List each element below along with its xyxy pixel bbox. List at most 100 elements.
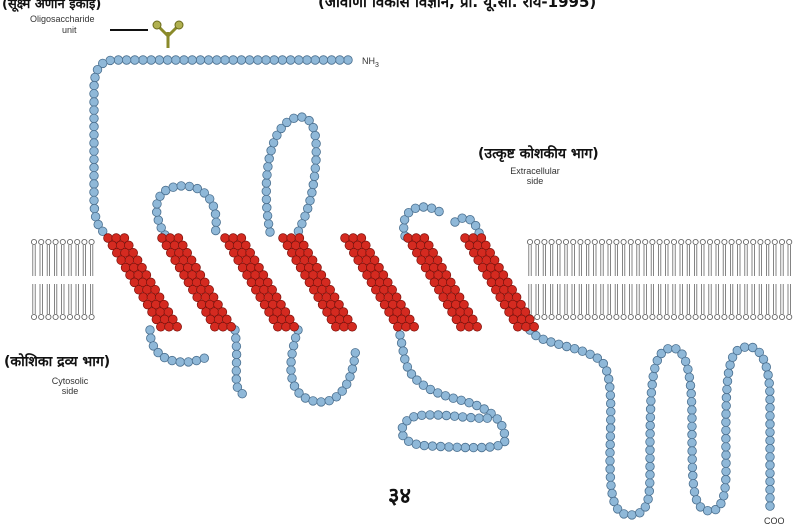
- lipid-head: [772, 239, 777, 244]
- amino-acid-bead: [604, 375, 613, 384]
- amino-acid-bead: [647, 388, 656, 397]
- amino-acid-bead: [766, 502, 775, 511]
- lipid-head: [736, 314, 741, 319]
- oligosaccharide-icon: [110, 21, 183, 48]
- amino-acid-bead: [606, 399, 615, 408]
- amino-acid-bead: [628, 511, 637, 520]
- amino-acid-bead: [286, 56, 295, 65]
- lipid-head: [67, 314, 72, 319]
- amino-acid-bead: [688, 447, 697, 456]
- amino-acid-bead: [469, 443, 478, 452]
- helix-residue: [331, 322, 340, 331]
- amino-acid-bead: [192, 356, 201, 365]
- amino-acid-bead: [689, 471, 698, 480]
- amino-acid-bead: [287, 366, 296, 375]
- amino-acid-bead: [681, 357, 690, 366]
- oligosaccharide-label: Oligosaccharide: [30, 14, 95, 24]
- lipid-head: [75, 239, 80, 244]
- lipid-head: [549, 314, 554, 319]
- lipid-head: [751, 239, 756, 244]
- helix-residue: [465, 322, 474, 331]
- helix-residue: [156, 322, 165, 331]
- amino-acid-bead: [291, 334, 300, 343]
- amino-acid-bead: [684, 365, 693, 374]
- amino-acid-bead: [154, 216, 163, 225]
- helix-residue: [522, 322, 531, 331]
- amino-acid-bead: [155, 56, 164, 65]
- lipid-head: [614, 314, 619, 319]
- amino-acid-bead: [147, 56, 156, 65]
- amino-acid-bead: [441, 392, 450, 401]
- amino-acid-bead: [570, 344, 579, 353]
- amino-acid-bead: [724, 369, 733, 378]
- amino-acid-bead: [722, 451, 731, 460]
- amino-acid-bead: [646, 446, 655, 455]
- lipid-head: [686, 314, 691, 319]
- lipid-head: [722, 239, 727, 244]
- lipid-head: [650, 239, 655, 244]
- lipid-head: [89, 314, 94, 319]
- amino-acid-bead: [399, 431, 408, 440]
- amino-acid-bead: [547, 338, 556, 347]
- lipid-head: [527, 239, 532, 244]
- amino-acid-bead: [264, 220, 273, 229]
- amino-acid-bead: [139, 56, 148, 65]
- lipid-head: [46, 239, 51, 244]
- amino-acid-bead: [418, 411, 427, 420]
- cytosolic-hindi-label: (कोशिका द्रव्य भाग): [4, 352, 110, 371]
- amino-acid-bead: [687, 389, 696, 398]
- amino-acid-bead: [211, 210, 220, 219]
- amino-acid-bead: [688, 430, 697, 439]
- lipid-head: [571, 239, 576, 244]
- amino-acid-bead: [688, 455, 697, 464]
- amino-acid-bead: [762, 363, 771, 372]
- amino-acid-bead: [200, 354, 209, 363]
- lipid-head: [758, 239, 763, 244]
- amino-acid-bead: [131, 56, 140, 65]
- amino-acid-bead: [303, 56, 312, 65]
- amino-acid-bead: [453, 443, 462, 452]
- amino-acid-bead: [688, 463, 697, 472]
- amino-acid-bead: [317, 398, 326, 407]
- amino-acid-bead: [539, 335, 548, 344]
- amino-acid-bead: [264, 162, 273, 171]
- amino-acid-bead: [350, 357, 359, 366]
- amino-acid-bead: [152, 208, 161, 217]
- helix-residue: [165, 322, 174, 331]
- helix-residue: [348, 322, 357, 331]
- amino-acid-bead: [90, 180, 99, 189]
- lipid-head: [693, 314, 698, 319]
- helix-residue: [210, 322, 219, 331]
- amino-acid-bead: [651, 364, 660, 373]
- lipid-head: [60, 314, 65, 319]
- amino-acid-bead: [184, 358, 193, 367]
- transmembrane-helices: [104, 234, 539, 332]
- amino-acid-bead: [477, 443, 486, 452]
- amino-acid-bead: [606, 383, 615, 392]
- amino-acid-bead: [290, 114, 299, 123]
- amino-acid-bead: [722, 393, 731, 402]
- amino-acid-bead: [442, 411, 451, 420]
- amino-acid-bead: [90, 106, 99, 115]
- amino-acid-bead: [295, 56, 304, 65]
- lipid-head: [53, 239, 58, 244]
- amino-acid-bead: [646, 470, 655, 479]
- amino-acid-bead: [606, 391, 615, 400]
- amino-acid-bead: [232, 367, 241, 376]
- lipid-head: [614, 239, 619, 244]
- amino-acid-bead: [90, 163, 99, 172]
- lipid-head: [592, 314, 597, 319]
- amino-acid-bead: [90, 98, 99, 107]
- amino-acid-bead: [766, 444, 775, 453]
- amino-acid-bead: [722, 475, 731, 484]
- amino-acid-bead: [766, 461, 775, 470]
- amino-acid-bead: [606, 416, 615, 425]
- amino-acid-bead: [336, 56, 345, 65]
- amino-acid-bead: [411, 204, 420, 213]
- amino-acid-bead: [263, 171, 272, 180]
- amino-acid-bead: [457, 396, 466, 405]
- amino-acid-bead: [646, 479, 655, 488]
- amino-acid-bead: [90, 204, 99, 213]
- amino-acid-bead: [147, 334, 156, 343]
